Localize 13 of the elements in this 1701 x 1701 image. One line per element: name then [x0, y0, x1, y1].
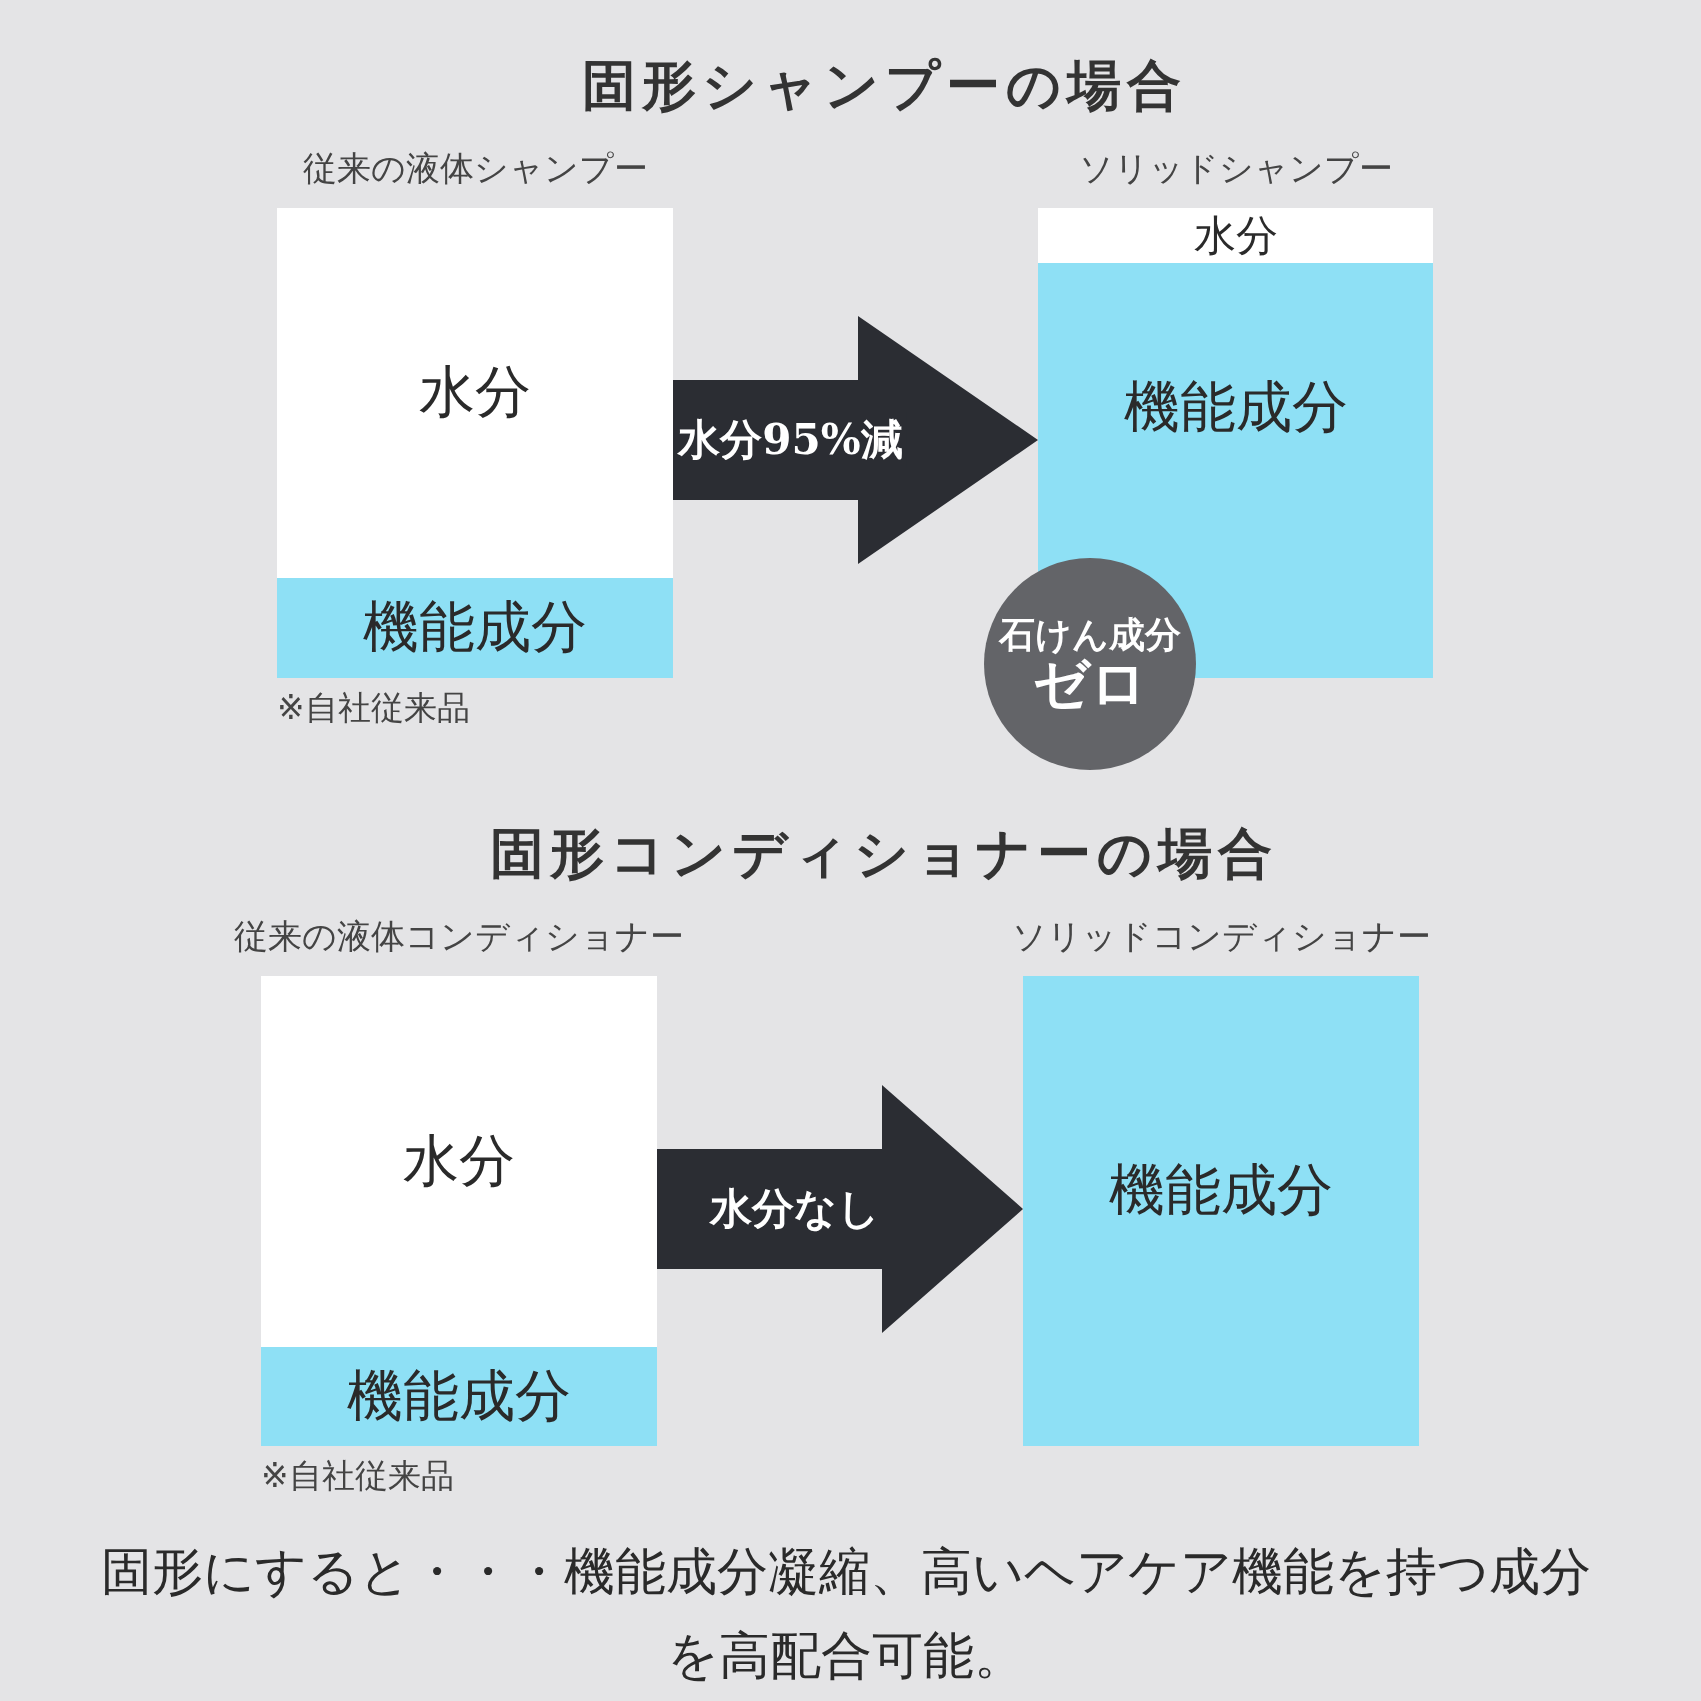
summary-text: 固形にすると・・・機能成分凝縮、高いヘアケア機能を持つ成分を高配合可能。: [100, 1541, 1592, 1687]
column-heading: ソリッドコンディショナー: [1011, 915, 1431, 958]
footnote: ※自社従来品: [277, 687, 470, 729]
badge-circle: 石けん成分 ゼロ: [984, 558, 1196, 770]
water-section: 水分: [277, 208, 673, 578]
column-heading: 従来の液体コンディショナー: [234, 915, 684, 958]
section-heading: 固形シャンプーの場合: [581, 52, 1187, 119]
column-heading: 従来の液体シャンプー: [302, 147, 648, 190]
column-heading: ソリッドシャンプー: [1078, 147, 1393, 190]
footnote: ※自社従来品: [261, 1455, 454, 1497]
section-heading: 固形コンディショナーの場合: [490, 820, 1278, 887]
water-section: 水分: [1038, 208, 1433, 263]
water-section: 水分: [261, 976, 657, 1347]
